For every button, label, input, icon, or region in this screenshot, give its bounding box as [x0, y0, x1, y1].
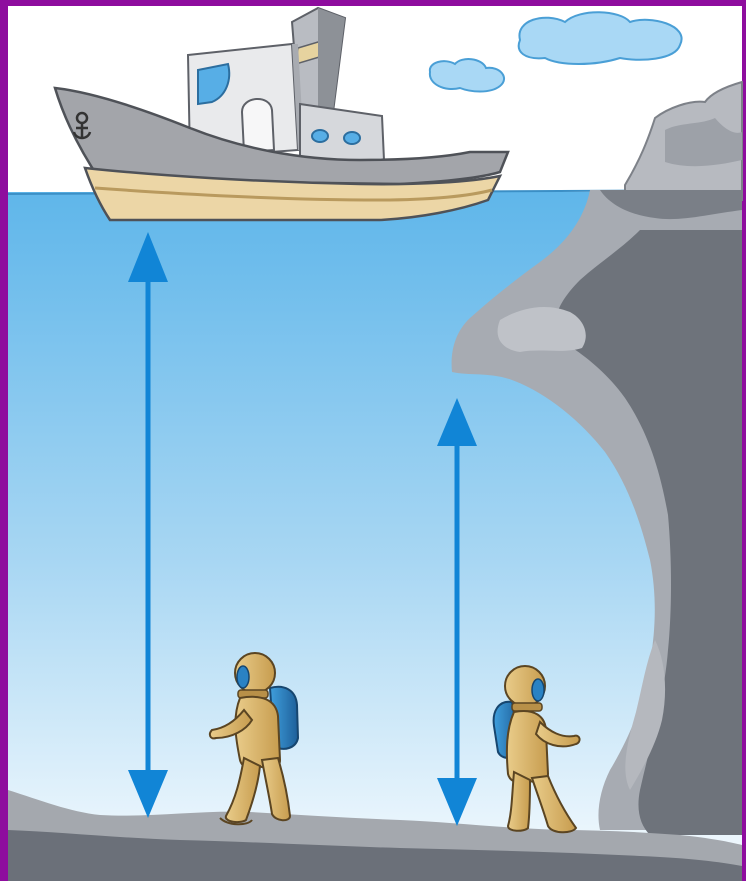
cloud-icon: [519, 12, 682, 64]
